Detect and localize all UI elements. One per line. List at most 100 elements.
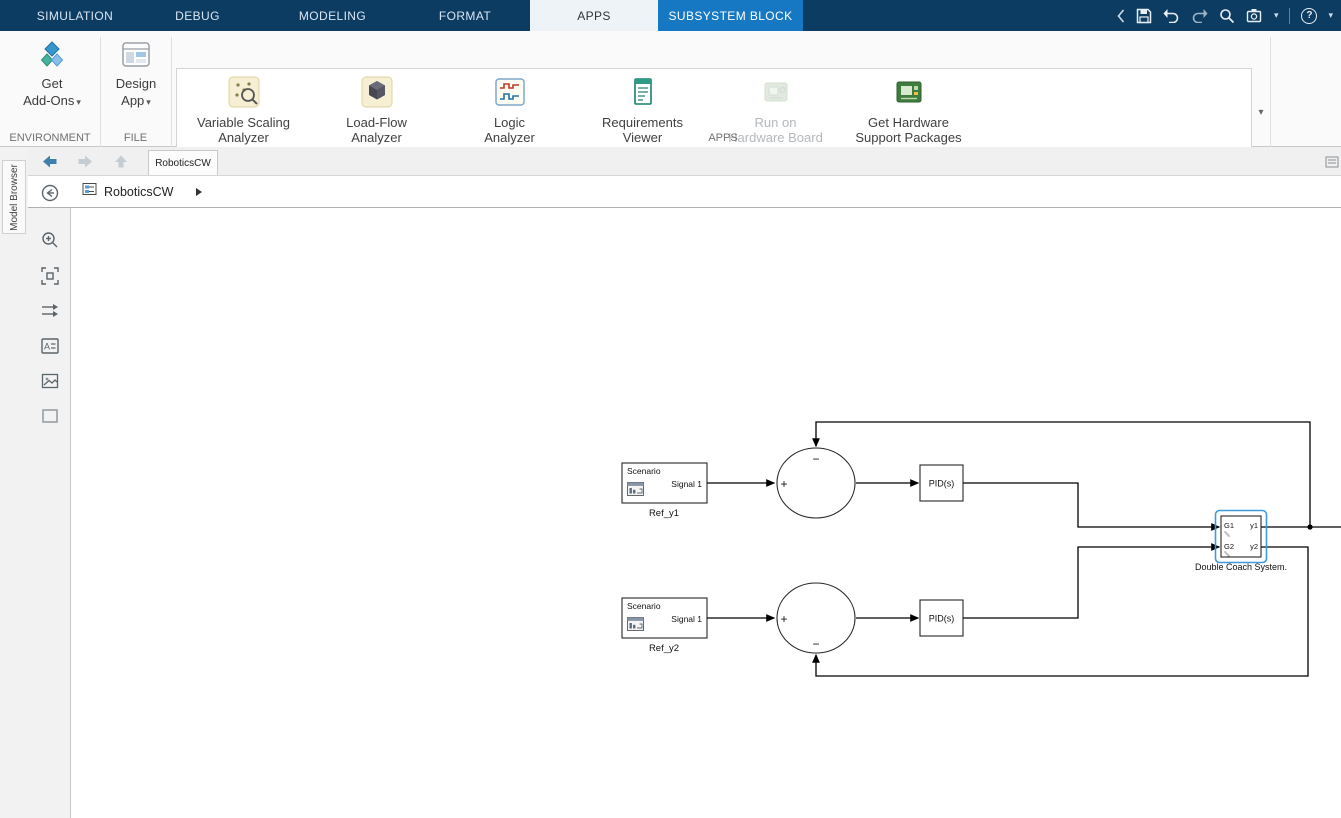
block-ref-y2[interactable]: Scenario Signal 1 Ref_y2 (621, 597, 708, 654)
quick-access-toolbar: ▾ ? ▾ (1117, 0, 1333, 31)
wire-pid2-to-plant-g2 (963, 543, 1221, 619)
toolstrip-tab-bar: SIMULATION DEBUG MODELING FORMAT APPS SU… (0, 0, 1341, 31)
plant-block-double-coach-system[interactable]: G1 y1 G2 y2 Double Coach System. (1195, 509, 1287, 573)
block-label: Ref_y2 (649, 643, 679, 654)
app-label: Analyzer (484, 130, 535, 145)
block-label: Double Coach System. (1195, 562, 1287, 572)
signal-arrows-icon[interactable] (40, 301, 60, 321)
tab-simulation[interactable]: SIMULATION (36, 8, 114, 23)
app-load-flow-analyzer[interactable]: Load-Flow Analyzer (310, 69, 443, 156)
back-button[interactable] (40, 152, 58, 170)
app-label: Get Hardware (868, 115, 949, 130)
app-label: Analyzer (351, 130, 402, 145)
svg-text:−: − (812, 637, 819, 651)
breadcrumb-model-name[interactable]: RoboticsCW (104, 184, 174, 199)
svg-text:PID(s): PID(s) (929, 614, 955, 624)
tab-apps[interactable]: APPS (530, 0, 658, 31)
svg-text:Scenario: Scenario (627, 466, 661, 476)
svg-text:+: + (780, 477, 787, 491)
section-file-label: FILE (123, 132, 148, 144)
load-flow-analyzer-icon (361, 76, 393, 108)
svg-text:Signal 1: Signal 1 (671, 614, 702, 624)
svg-text:PID(s): PID(s) (929, 479, 955, 489)
section-environment-label: ENVIRONMENT (9, 132, 91, 144)
zoom-in-icon[interactable] (40, 230, 60, 250)
block-ref-y1[interactable]: Scenario Signal 1 Ref_y1 (621, 462, 708, 519)
branch-point (1307, 524, 1313, 530)
chevron-down-icon: ▾ (1258, 107, 1264, 118)
document-bar: RoboticsCW (28, 147, 1341, 176)
breadcrumb-expand-icon[interactable] (195, 187, 203, 197)
get-addons-button[interactable]: Get Add-Ons▾ (8, 39, 96, 111)
svg-text:Signal 1: Signal 1 (671, 479, 702, 489)
design-app-icon (120, 39, 152, 71)
model-canvas[interactable]: Scenario Signal 1 Ref_y1 + − (71, 208, 1341, 818)
variable-scaling-analyzer-icon (228, 76, 260, 108)
run-on-hardware-board-icon (760, 76, 792, 108)
app-label: Load-Flow (346, 115, 407, 130)
undo-icon[interactable] (1163, 8, 1180, 23)
design-app-button[interactable]: Design App▾ (104, 39, 168, 111)
logic-analyzer-icon (494, 76, 526, 108)
app-label: Logic (493, 115, 526, 130)
toolstrip-tabs: SIMULATION DEBUG MODELING FORMAT APPS SU… (0, 0, 803, 31)
panel-layout-icon[interactable] (1325, 155, 1339, 173)
wire-feedback-y2-to-sum2 (812, 546, 1309, 677)
collapse-left-icon[interactable] (1117, 8, 1125, 23)
design-app-label-line1: Design (115, 76, 157, 91)
model-browser-collapsed-tab[interactable]: Model Browser (2, 160, 26, 234)
image-icon[interactable] (40, 371, 60, 391)
search-icon[interactable] (1219, 8, 1235, 24)
block-label: Ref_y1 (649, 508, 679, 519)
document-tab-roboticscw[interactable]: RoboticsCW (148, 150, 218, 175)
app-label: Requirements (602, 115, 683, 130)
help-icon[interactable]: ? (1301, 7, 1318, 24)
sum-block-1[interactable]: + − (776, 447, 856, 519)
fit-to-view-icon[interactable] (40, 266, 60, 286)
forward-button[interactable] (76, 152, 94, 170)
up-button[interactable] (112, 152, 130, 170)
navigate-icon[interactable] (40, 183, 60, 203)
app-label: Support Packages (855, 130, 962, 145)
tab-modeling[interactable]: MODELING (298, 8, 367, 23)
app-label: Viewer (622, 130, 663, 145)
chevron-down-icon[interactable]: ▾ (1273, 10, 1279, 20)
wire-feedback-y1-to-sum1 (812, 421, 1311, 527)
app-label: Run on (754, 115, 797, 130)
chevron-down-icon[interactable]: ▾ (1328, 10, 1333, 20)
svg-text:−: − (812, 452, 819, 466)
tab-debug[interactable]: DEBUG (175, 8, 220, 23)
svg-text:y2: y2 (1250, 542, 1258, 551)
redo-icon[interactable] (1191, 8, 1208, 23)
gallery-expand-button[interactable]: ▾ (1253, 68, 1269, 157)
section-apps-label: APPS (708, 132, 738, 144)
get-addons-label-line1: Get (41, 76, 63, 91)
screenshot-icon[interactable] (1246, 8, 1263, 23)
pid-block-1[interactable]: PID(s) (919, 464, 964, 502)
model-icon (82, 182, 97, 201)
app-logic-analyzer[interactable]: Logic Analyzer (443, 69, 576, 156)
app-requirements-viewer[interactable]: Requirements Viewer (576, 69, 709, 156)
signal-editor-icon (627, 482, 644, 496)
svg-text:+: + (780, 612, 787, 626)
tab-format[interactable]: FORMAT (438, 8, 492, 23)
area-box-icon[interactable] (40, 406, 60, 426)
addons-cubes-icon (36, 39, 68, 71)
sum-block-2[interactable]: + − (776, 582, 856, 654)
model-browser-label: Model Browser (8, 163, 20, 231)
pid-block-2[interactable]: PID(s) (919, 599, 964, 637)
app-get-hardware-support-packages[interactable]: Get Hardware Support Packages (842, 69, 975, 156)
app-run-on-hardware-board: Run on Hardware Board (709, 69, 842, 156)
save-icon[interactable] (1136, 8, 1152, 24)
get-addons-label-line2: Add-Ons (23, 93, 75, 108)
selection-outline (1214, 509, 1268, 564)
get-hardware-support-packages-icon (893, 76, 925, 108)
annotation-icon[interactable]: A (40, 336, 60, 356)
requirements-viewer-icon (627, 76, 659, 108)
svg-text:A: A (44, 342, 50, 352)
tab-subsystem-block[interactable]: SUBSYSTEM BLOCK (658, 0, 803, 31)
chevron-down-icon: ▾ (146, 97, 151, 107)
signal-wires[interactable] (707, 421, 1341, 677)
toolbar-separator (1289, 7, 1291, 24)
app-variable-scaling-analyzer[interactable]: Variable Scaling Analyzer (177, 69, 310, 156)
